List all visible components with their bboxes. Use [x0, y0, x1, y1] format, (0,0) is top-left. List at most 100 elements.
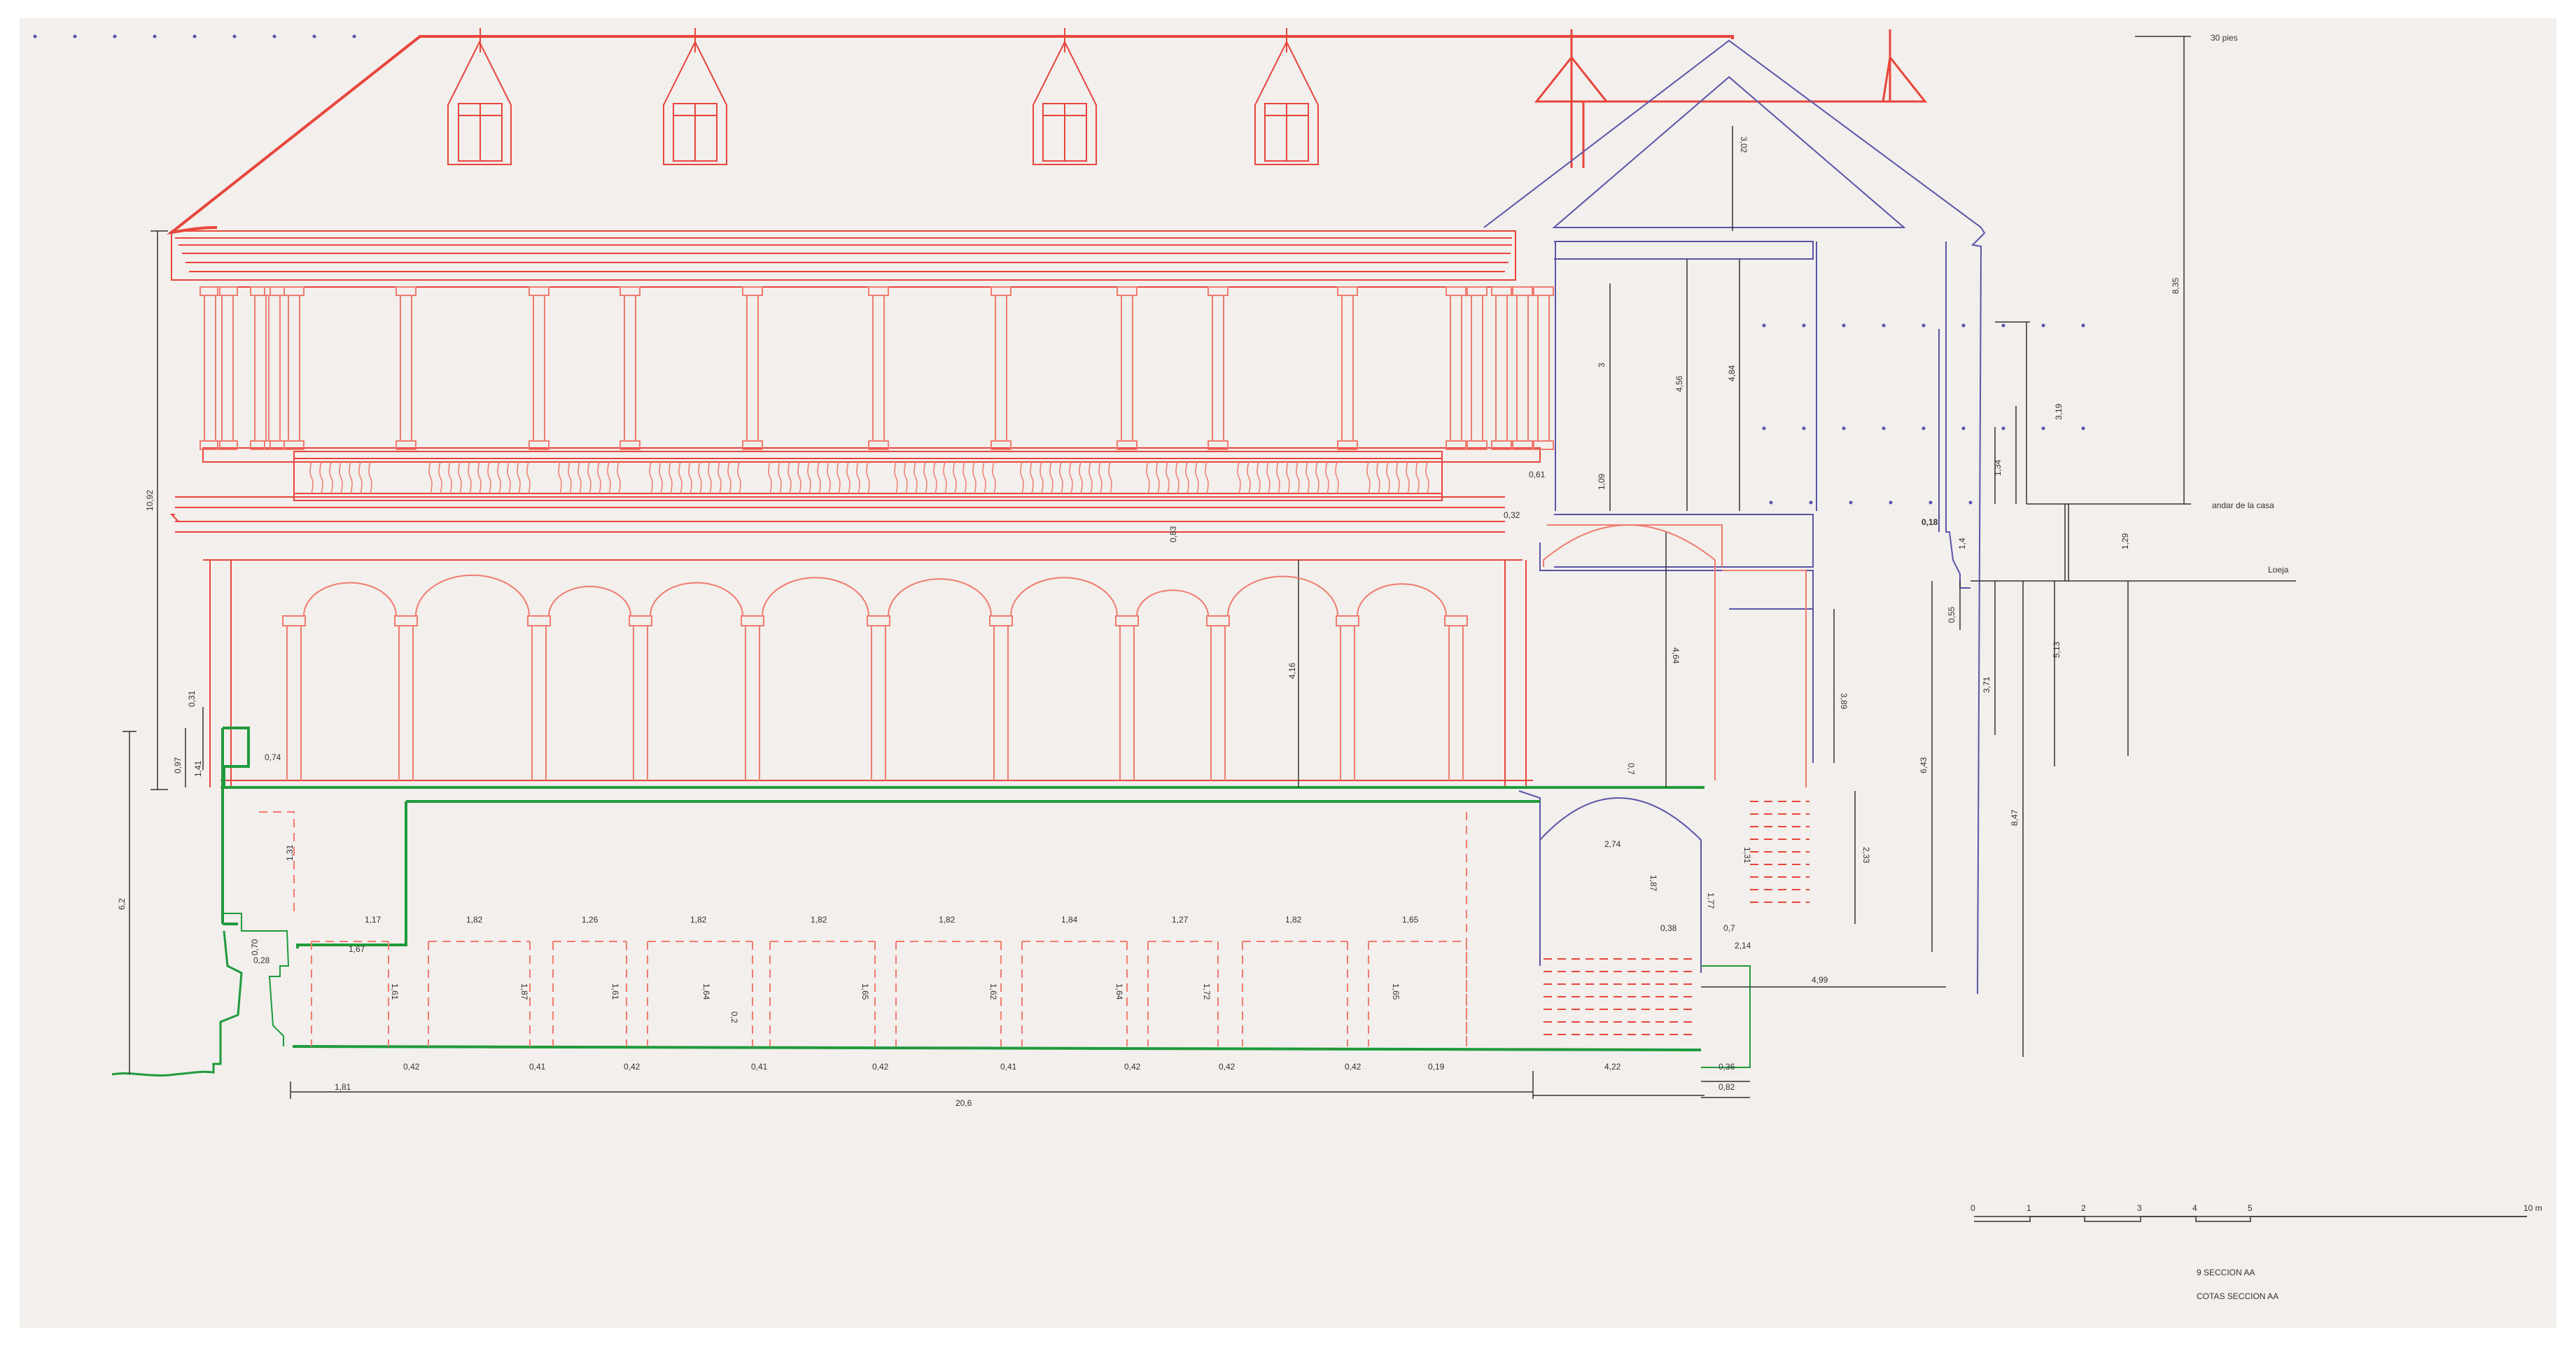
ref-dot: [2081, 426, 2085, 430]
ref-dot: [1961, 323, 1966, 328]
baluster: [1108, 461, 1112, 494]
baluster: [309, 461, 314, 494]
dim-gap-038: 0,38: [1660, 923, 1677, 933]
arcade-pier: [1206, 615, 1230, 780]
dim-gap-07: 0,7: [1723, 923, 1735, 933]
pier-width-label: 0,42: [624, 1062, 640, 1072]
dim-bottom-082: 0,82: [1718, 1082, 1735, 1092]
upper-column: [1446, 286, 1466, 450]
dim-gap-499: 4,99: [1812, 975, 1828, 985]
ref-dot: [1762, 426, 1766, 430]
baluster: [358, 461, 363, 494]
ref-dot: [2001, 426, 2005, 430]
baluster: [487, 461, 491, 494]
scale-bar-graphic: [1974, 1216, 2527, 1222]
baluster: [1146, 461, 1150, 494]
baluster: [982, 461, 986, 494]
baluster: [778, 461, 782, 494]
ref-dot: [1842, 323, 1846, 328]
arcade-pier: [741, 615, 764, 780]
scale-tick-4: 4: [2192, 1203, 2197, 1213]
baluster: [1020, 461, 1024, 494]
baluster: [1185, 461, 1189, 494]
baluster: [558, 461, 562, 494]
baluster: [1195, 461, 1199, 494]
baluster: [1325, 461, 1329, 494]
basement-room: [647, 941, 753, 1046]
baluster: [458, 461, 462, 494]
dim-arcade-section: 4,64: [1671, 647, 1681, 664]
baluster: [797, 461, 802, 494]
upper-column: [620, 286, 640, 450]
dormer-2: [663, 28, 727, 165]
dim-left-097: 0,97: [173, 757, 183, 773]
ref-dot: [2041, 323, 2045, 328]
dim-right-371: 3,71: [1982, 676, 1991, 693]
upper-column: [217, 286, 238, 450]
room-height-label: 1,72: [1202, 983, 1212, 1000]
basement-room: [1147, 941, 1219, 1046]
upper-column: [528, 286, 550, 450]
dim-left-028: 0,28: [253, 955, 270, 965]
room-width-label: 1,65: [1402, 915, 1419, 925]
baluster: [1406, 461, 1410, 494]
room-height-label: 1,61: [610, 983, 620, 1000]
baluster: [943, 461, 947, 494]
dim-right-513: 5,13: [2052, 641, 2062, 658]
room-height-label: 1,64: [1114, 983, 1124, 1000]
annotations: 30 pies andar de la casa Loeja 9 SECCION…: [2197, 33, 2289, 1301]
dim-arcade-right: 3,89: [1839, 693, 1849, 710]
ref-dot: [1882, 426, 1886, 430]
andar-label: andar de la casa: [2212, 500, 2274, 510]
arch: [762, 577, 869, 617]
room-height-label: 1,62: [988, 983, 998, 1000]
baluster: [923, 461, 927, 494]
ref-dot: [1968, 500, 1973, 505]
room-height-label: 1,87: [519, 983, 529, 1000]
facade-upper: [169, 230, 1541, 533]
ref-dot: [352, 34, 356, 38]
basement-room: [1368, 941, 1467, 1046]
baluster: [349, 461, 353, 494]
feet-scale-label: 30 pies: [2211, 33, 2238, 43]
ref-dot: [2001, 323, 2005, 328]
dormer-1: [447, 28, 512, 165]
dim-base-side: 1,31: [1742, 847, 1752, 864]
dormer-4: [1254, 28, 1319, 165]
baluster: [428, 461, 433, 494]
basement-wall-left: [259, 811, 295, 917]
ref-dot: [113, 34, 117, 38]
roof: [167, 28, 1928, 234]
dim-gap-214: 2,14: [1735, 941, 1751, 951]
baluster: [894, 461, 898, 494]
baluster: [659, 461, 663, 494]
balustrade: [293, 451, 1443, 501]
baluster: [688, 461, 692, 494]
dim-ground-height: 6,2: [117, 898, 127, 910]
baluster: [477, 461, 482, 494]
dim-left-131: 1,31: [285, 844, 295, 861]
arcade-pier: [282, 615, 306, 780]
ref-dot: [1889, 500, 1893, 505]
baluster: [846, 461, 850, 494]
ref-dot: [2041, 426, 2045, 430]
ref-dot: [1842, 426, 1846, 430]
baluster: [497, 461, 501, 494]
dim-right-134: 1,34: [1993, 459, 2003, 476]
upper-column: [1533, 286, 1554, 450]
baluster: [438, 461, 442, 494]
upper-column: [1337, 286, 1358, 450]
arch: [650, 582, 743, 617]
room-width-label: 1,82: [466, 915, 483, 925]
baluster: [698, 461, 702, 494]
scale-bar-labels: 0 1 2 3 4 5 10 m: [1970, 1203, 2542, 1213]
baluster: [1069, 461, 1073, 494]
baluster: [788, 461, 792, 494]
ref-dot: [2081, 323, 2085, 328]
baluster: [649, 461, 653, 494]
scale-tick-2: 2: [2081, 1203, 2086, 1213]
ref-dot: [232, 34, 237, 38]
dim-left-031: 0,31: [187, 690, 197, 707]
basement-room: [895, 941, 1002, 1046]
ref-dot: [312, 34, 316, 38]
